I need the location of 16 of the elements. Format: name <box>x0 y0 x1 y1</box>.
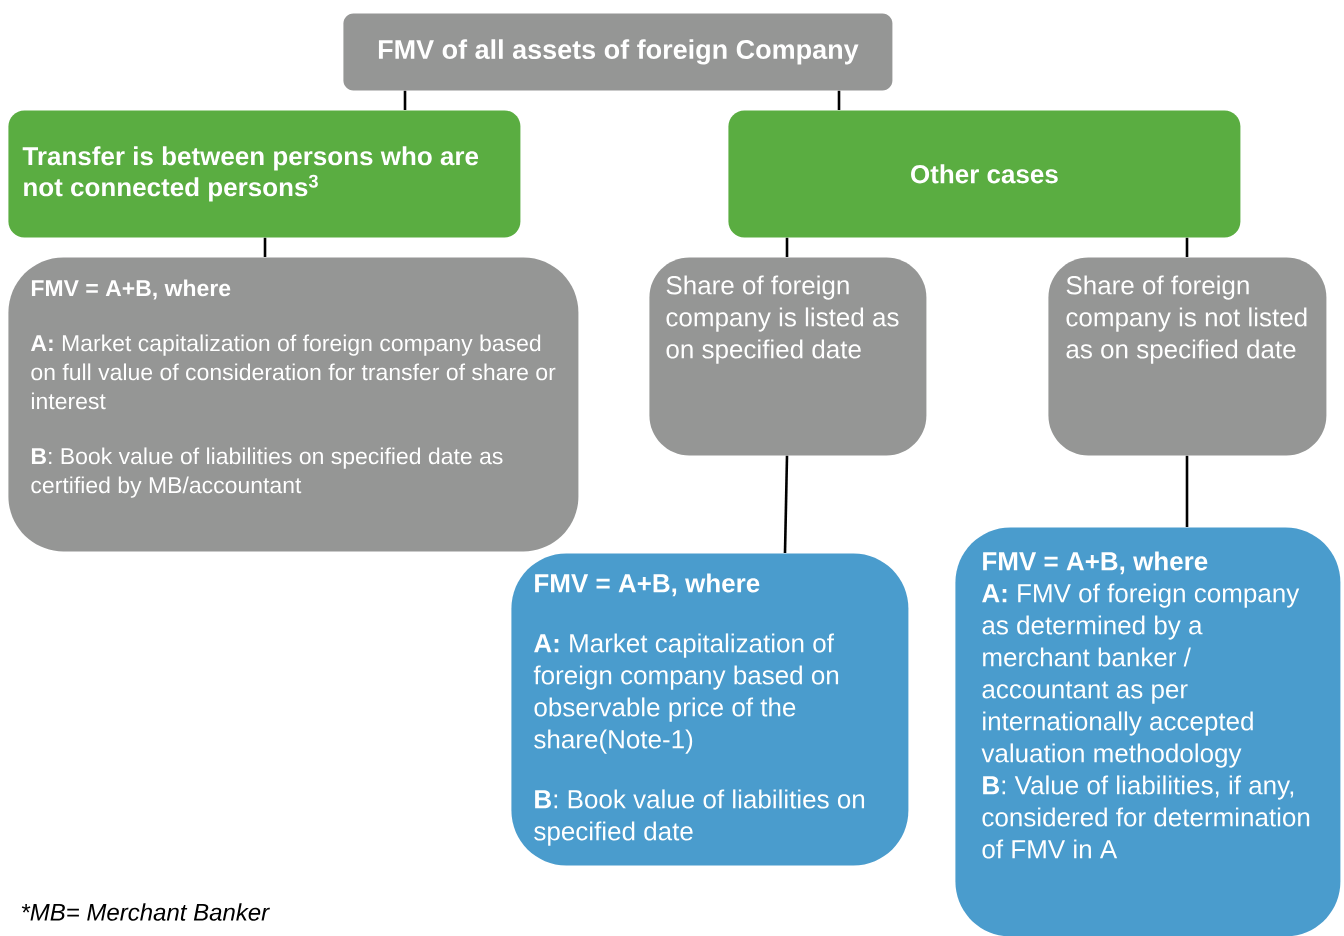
condition-box: Share of foreign company is not listed as on specified date <box>1048 257 1327 456</box>
formula-box: FMV = A+B, where A: Market capitalization of foreign company based on full value of consideration for transfer of share or interest B: Book value of liabilities on specified date as certified by MB/accountant <box>8 257 579 552</box>
connector-line <box>1185 455 1189 527</box>
formula-box: FMV = A+B, where A: FMV of foreign company as determined by a merchant banker / accountant as per internationally accepted valuation methodology B: Value of liabilities, if any, considered for determination of FMV in A <box>955 527 1341 936</box>
condition-box: Share of foreign company is listed as on specified date <box>649 257 927 456</box>
heading-box: FMV of all assets of foreign Company <box>343 13 893 91</box>
connector-line <box>1185 237 1189 257</box>
connector-line <box>837 90 841 110</box>
formula-box: FMV = A+B, where A: Market capitalization of foreign company based on observable price of the share(Note-1) B: Book value of liabilities on specified date <box>511 553 909 866</box>
connector-line <box>403 90 407 110</box>
category-box: Other cases <box>728 110 1241 238</box>
connector-line <box>783 455 789 554</box>
connector-line <box>263 237 267 257</box>
category-box: Transfer is between persons who are not connected persons$^{3}$ <box>8 110 521 238</box>
footnote: *MB= Merchant Banker <box>21 903 270 921</box>
connector-line <box>785 237 789 257</box>
